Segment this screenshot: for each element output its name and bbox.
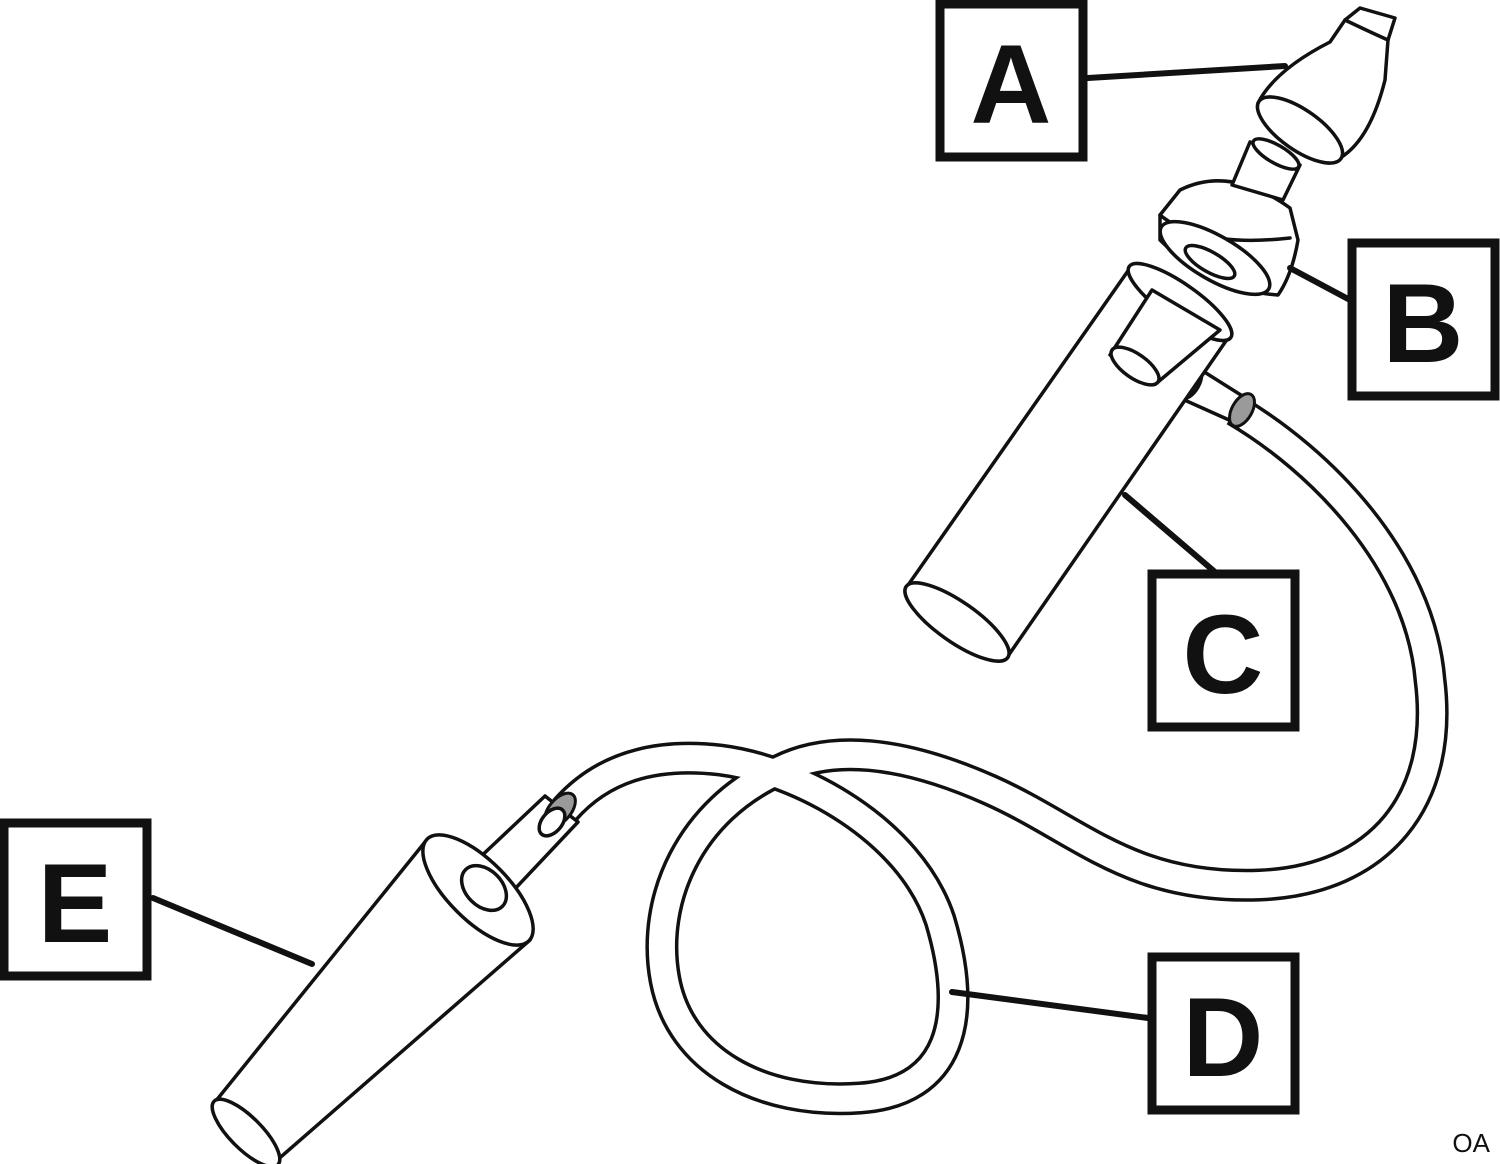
leader-b: [1287, 265, 1353, 303]
label-b-text: B: [1383, 261, 1464, 386]
label-d: D: [1147, 952, 1300, 1115]
label-a: A: [935, 0, 1088, 162]
credit-mark: OA: [1452, 1128, 1490, 1158]
suction-tube: [552, 395, 1449, 1116]
label-c: C: [1147, 569, 1300, 732]
leader-c: [1122, 492, 1218, 575]
leader-a: [1085, 63, 1288, 81]
nozzle-tip: [1255, 6, 1397, 165]
leader-e: [150, 895, 315, 967]
leader-d: [949, 989, 1151, 1021]
mouthpiece: [210, 791, 580, 1164]
label-d-text: D: [1183, 975, 1264, 1100]
label-a-text: A: [971, 22, 1052, 147]
label-e-text: E: [38, 841, 113, 966]
label-e: E: [0, 818, 152, 981]
label-c-text: C: [1183, 592, 1264, 717]
filter-collar: [1108, 137, 1302, 387]
label-b: B: [1347, 238, 1500, 401]
